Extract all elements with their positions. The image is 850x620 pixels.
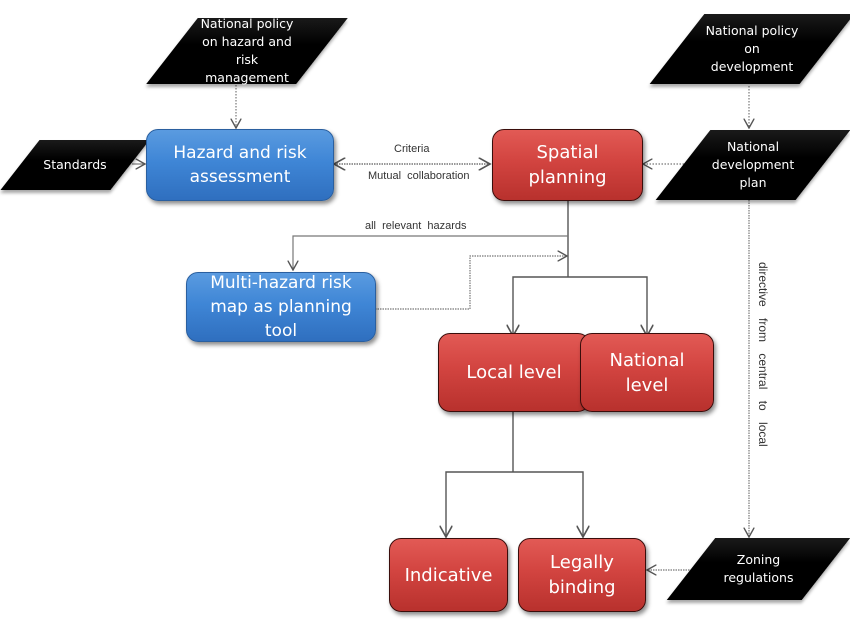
node-national-policy-hazard[interactable]: National policy on hazard and risk manag… xyxy=(146,16,348,85)
node-label: Multi-hazard risk map as planning tool xyxy=(210,273,352,341)
node-zoning-regulations[interactable]: Zoning regulations xyxy=(666,538,850,600)
edge-label-mutual-collaboration: Mutual collaboration xyxy=(368,170,470,182)
edge-to-indicative xyxy=(446,471,513,537)
node-spatial-planning[interactable]: Spatial planning xyxy=(492,129,643,201)
node-label: National level xyxy=(609,349,685,396)
node-label: Hazard and risk assessment xyxy=(173,143,307,187)
edge-to-national-level xyxy=(568,276,647,336)
node-hazard-assessment[interactable]: Hazard and risk assessment xyxy=(146,129,334,201)
node-label: Local level xyxy=(466,362,562,383)
node-label: Indicative xyxy=(404,564,493,586)
node-legally-binding[interactable]: Legally binding xyxy=(518,538,646,612)
edge-map-to-spatial xyxy=(375,256,567,310)
node-multi-hazard-map[interactable]: Multi-hazard risk map as planning tool xyxy=(186,272,376,342)
node-national-level[interactable]: National level xyxy=(580,333,714,412)
edge-to-local-level xyxy=(513,276,568,336)
node-label: Zoning regulations xyxy=(723,552,794,585)
node-label: Legally binding xyxy=(548,552,616,598)
edge-all-relevant-hazards xyxy=(293,235,568,270)
node-indicative[interactable]: Indicative xyxy=(389,538,508,612)
edge-label-directive: directive from central to local xyxy=(756,262,770,447)
node-label: Spatial planning xyxy=(528,142,607,188)
node-local-level[interactable]: Local level xyxy=(438,333,590,412)
edge-label-criteria: Criteria xyxy=(394,143,430,155)
node-national-policy-development[interactable]: National policy on development xyxy=(649,14,850,84)
node-label: Standards xyxy=(43,157,107,172)
edge-label-all-relevant-hazards: all relevant hazards xyxy=(365,220,467,232)
node-label: National policy on development xyxy=(705,23,799,74)
node-label: National policy on hazard and risk manag… xyxy=(200,16,294,85)
node-standards[interactable]: Standards xyxy=(0,140,150,190)
node-label: National development plan xyxy=(711,139,795,190)
edge-to-legally-binding xyxy=(513,471,583,537)
node-national-development-plan[interactable]: National development plan xyxy=(655,130,850,200)
